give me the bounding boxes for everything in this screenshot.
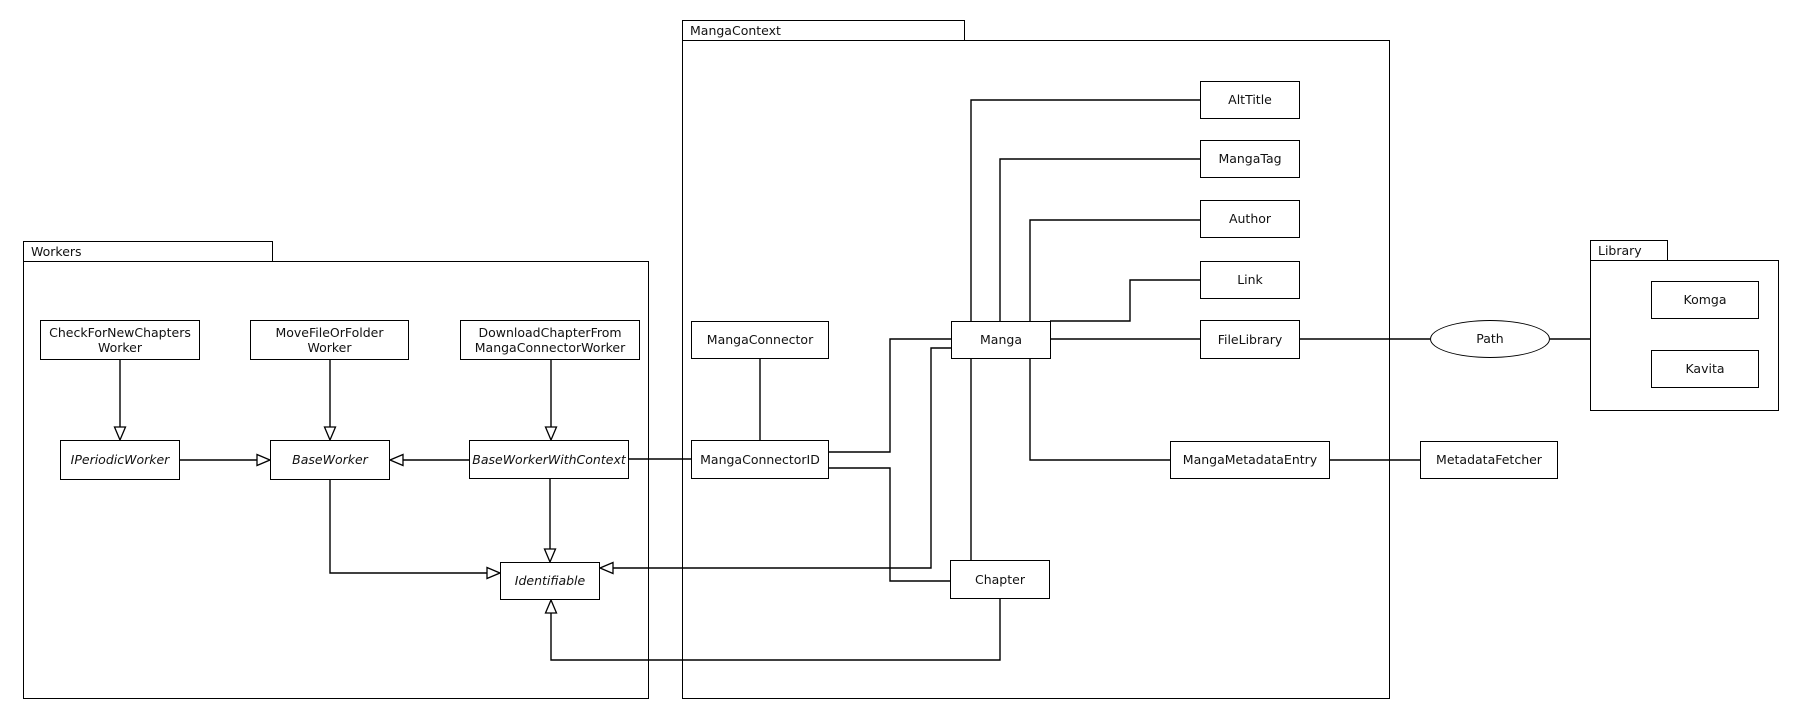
inheritance-triangle-icon [113, 426, 127, 442]
class-node-manga-tag: MangaTag [1200, 140, 1300, 178]
package-mangacontext-tab: MangaContext [682, 20, 965, 41]
class-node-author: Author [1200, 200, 1300, 238]
node-label: Identifiable [514, 573, 586, 589]
class-node-manga-connector: MangaConnector [691, 321, 829, 359]
node-label: Komga [1683, 292, 1727, 308]
class-node-manga-metadata-entry: MangaMetadataEntry [1170, 441, 1330, 479]
inheritance-triangle-icon [323, 426, 337, 442]
connector-manga-to-mangatag [999, 158, 1200, 321]
inheritance-triangle-icon [543, 548, 557, 564]
ellipse-node-path: Path [1430, 320, 1550, 358]
node-label: Path [1476, 331, 1504, 347]
class-node-base-worker: BaseWorker [270, 440, 390, 480]
node-label: Chapter [975, 571, 1025, 587]
connector-mangaconnectorid-to-chapter [829, 467, 950, 582]
class-node-file-library: FileLibrary [1200, 320, 1300, 359]
connector-chapter-to-identifiable [550, 599, 1001, 661]
class-node-manga-connector-id: MangaConnectorID [691, 440, 829, 479]
connector-manga-to-author [1029, 219, 1200, 321]
node-label: BaseWorkerWithContext [472, 451, 626, 467]
inheritance-triangle-icon [486, 566, 502, 580]
package-workers-tab: Workers [23, 241, 273, 262]
connector-manga-to-link [1050, 279, 1200, 322]
class-node-kavita: Kavita [1651, 350, 1759, 388]
connector-baseworker-to-identifiable [329, 480, 487, 574]
node-label: Author [1228, 211, 1272, 227]
class-node-metadata-fetcher: MetadataFetcher [1420, 441, 1558, 479]
class-node-chapter: Chapter [950, 560, 1050, 599]
connector-manga-to-metadataentry [1029, 359, 1170, 461]
node-label: Manga [980, 332, 1022, 348]
class-node-iperiodic-worker: IPeriodicWorker [60, 440, 180, 480]
package-library-tab: Library [1590, 240, 1668, 261]
inheritance-triangle-icon [388, 453, 404, 467]
class-node-link: Link [1200, 261, 1300, 299]
inheritance-triangle-icon [544, 426, 558, 442]
node-label: MangaConnectorID [700, 451, 820, 467]
class-node-base-worker-with-context: BaseWorkerWithContext [469, 440, 629, 479]
package-library [1590, 260, 1779, 411]
node-label: MangaConnector [706, 332, 814, 348]
node-label: MetadataFetcher [1436, 452, 1542, 468]
node-label: Worker [97, 340, 143, 355]
class-node-alt-title: AltTitle [1200, 81, 1300, 119]
package-mangacontext [682, 40, 1390, 699]
package-workers [23, 261, 649, 699]
class-node-manga: Manga [951, 321, 1051, 359]
node-label: Worker [307, 340, 352, 355]
node-label: IPeriodicWorker [70, 452, 170, 468]
node-label: AltTitle [1228, 92, 1272, 108]
connector-manga-to-alttitle [970, 99, 1200, 321]
connector-manga-to-identifiable [613, 347, 951, 569]
node-label: Link [1237, 272, 1263, 288]
node-label: DownloadChapterFrom [478, 324, 622, 340]
node-label: CheckForNewChapters [49, 324, 191, 340]
node-label: MangaMetadataEntry [1182, 452, 1318, 468]
inheritance-triangle-icon [256, 453, 272, 467]
node-label: Kavita [1685, 361, 1725, 377]
connector-mangaconnectorid-to-manga [829, 338, 951, 453]
node-label: MangaConnectorWorker [474, 340, 626, 355]
class-node-identifiable: Identifiable [500, 562, 600, 600]
inheritance-triangle-icon [544, 598, 558, 614]
inheritance-triangle-icon [598, 561, 614, 575]
node-label: BaseWorker [292, 452, 368, 468]
node-label: FileLibrary [1217, 331, 1283, 347]
node-label: MangaTag [1218, 151, 1282, 167]
node-label: MoveFileOrFolder [275, 324, 384, 340]
class-node-komga: Komga [1651, 281, 1759, 319]
